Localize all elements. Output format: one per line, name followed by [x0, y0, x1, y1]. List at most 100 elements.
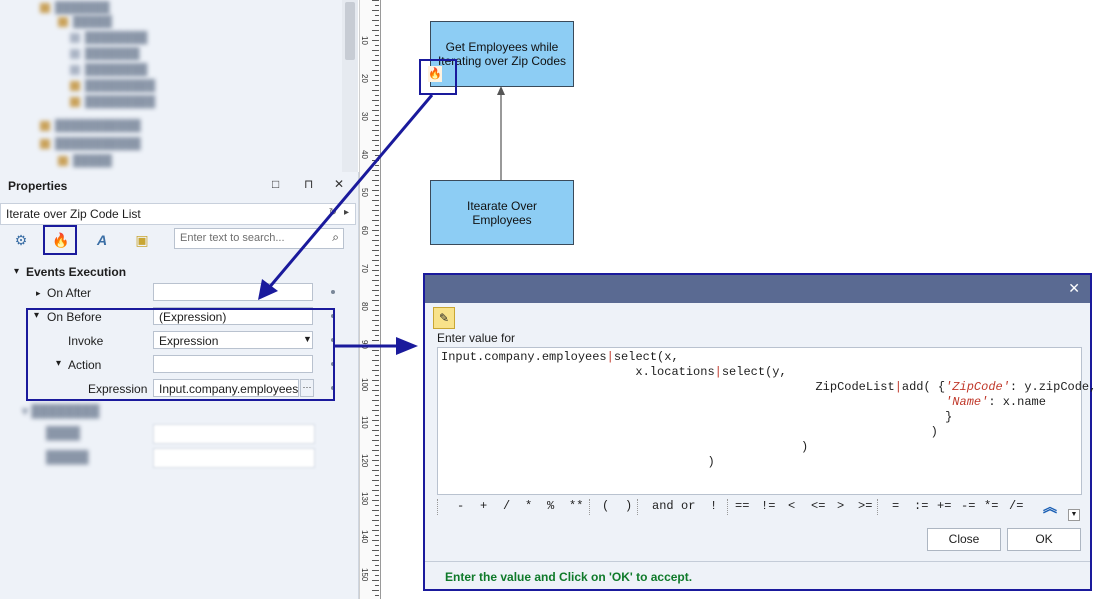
- code-token: ): [441, 440, 809, 454]
- dropdown-arrow-icon[interactable]: ▼: [303, 334, 312, 344]
- property-search-input[interactable]: Enter text to search... ⌕: [174, 228, 344, 249]
- ruler-tick: [375, 85, 379, 86]
- tree-scrollbar[interactable]: [342, 0, 358, 172]
- chevron-down-icon[interactable]: ▾: [56, 358, 62, 369]
- ruler-tick: [375, 285, 379, 286]
- action-field[interactable]: [153, 355, 313, 373]
- code-token: x.locations: [441, 365, 715, 379]
- tree-row: ███████: [70, 48, 220, 62]
- operator-button[interactable]: :=: [914, 499, 929, 513]
- operator-button[interactable]: and: [652, 499, 674, 513]
- operator-button[interactable]: <: [788, 499, 796, 513]
- ellipsis-button[interactable]: ···: [300, 379, 314, 397]
- operator-button[interactable]: +=: [937, 499, 952, 513]
- operator-button[interactable]: =: [892, 499, 900, 513]
- ok-button[interactable]: OK: [1007, 528, 1081, 551]
- prop-label: Action: [68, 358, 102, 372]
- on-before-field[interactable]: (Expression): [153, 307, 313, 325]
- search-icon: ⌕: [332, 230, 339, 244]
- operator-button[interactable]: !: [710, 499, 718, 513]
- operator-button[interactable]: <=: [811, 499, 826, 513]
- pin-icon[interactable]: ⊓: [304, 177, 314, 191]
- ruler-tick: [375, 545, 379, 546]
- node-iterate-employees[interactable]: Itearate Over Employees: [430, 180, 574, 245]
- object-selector[interactable]: Iterate over Zip Code List ↻ ▸: [0, 203, 356, 225]
- ruler-tick: [375, 315, 379, 316]
- string-literal: 'Name': [945, 395, 989, 409]
- ruler-tick: [372, 460, 379, 461]
- chevron-right-icon[interactable]: ▸: [36, 288, 41, 298]
- restore-icon[interactable]: □: [272, 177, 280, 191]
- prop-row-expression[interactable]: Expression Input.company.employees| ···: [0, 378, 358, 400]
- text-style-icon[interactable]: A: [96, 232, 108, 248]
- operator-button[interactable]: -=: [961, 499, 976, 513]
- operator-button[interactable]: -: [457, 499, 465, 513]
- chevron-down-icon[interactable]: ▾: [14, 266, 20, 277]
- wand-icon[interactable]: ✎: [433, 307, 455, 329]
- operator-button[interactable]: !=: [761, 499, 776, 513]
- node-label: Get Employees while Iterating over Zip C…: [437, 40, 567, 68]
- ruler-tick: [375, 455, 379, 456]
- ruler-tick: [375, 585, 379, 586]
- ruler-tick: [372, 430, 379, 431]
- operator-button[interactable]: or: [681, 499, 696, 513]
- operator-button[interactable]: >: [837, 499, 845, 513]
- ruler-tick: [375, 275, 379, 276]
- operator-button[interactable]: ==: [735, 499, 750, 513]
- ruler-tick: [375, 375, 379, 376]
- close-button[interactable]: Close: [927, 528, 1001, 551]
- tree-row: ███████████: [40, 138, 260, 152]
- invoke-select[interactable]: Expression: [153, 331, 313, 349]
- ruler-tick: [372, 370, 379, 371]
- operator-button[interactable]: *: [525, 499, 533, 513]
- ruler-tick: [375, 165, 379, 166]
- operator-button[interactable]: +: [480, 499, 488, 513]
- flame-icon[interactable]: 🔥: [52, 232, 70, 248]
- close-icon[interactable]: ✕: [1068, 280, 1080, 296]
- code-line: Input.company.employees|select(x,: [441, 350, 679, 365]
- collapse-up-icon[interactable]: ︽: [1043, 499, 1057, 515]
- ruler-tick: [372, 440, 379, 441]
- ruler-tick: [372, 180, 379, 181]
- ruler-tick: [375, 265, 379, 266]
- ruler-tick: [372, 360, 379, 361]
- chevron-right-icon[interactable]: ▸: [343, 207, 349, 218]
- node-get-employees[interactable]: Get Employees while Iterating over Zip C…: [430, 21, 574, 87]
- operator-button[interactable]: /: [503, 499, 511, 513]
- connector-arrow: [497, 86, 505, 95]
- ruler-tick: [372, 260, 379, 261]
- operator-button[interactable]: ): [625, 499, 633, 513]
- ruler-tick: [375, 575, 379, 576]
- tree-row: ███████████: [40, 120, 260, 134]
- close-icon[interactable]: ✕: [334, 177, 345, 191]
- ruler-tick: [375, 125, 379, 126]
- status-text: Enter the value and Click on 'OK' to acc…: [445, 570, 693, 584]
- operator-button[interactable]: **: [569, 499, 584, 513]
- expression-editor[interactable]: Input.company.employees|select(x, x.loca…: [437, 347, 1096, 495]
- operator-button[interactable]: (: [602, 499, 610, 513]
- gear-icon[interactable]: ⚙: [14, 232, 28, 248]
- operator-separator: [437, 499, 439, 515]
- ruler-tick: [375, 35, 379, 36]
- ruler-tick: [372, 310, 379, 311]
- prop-row-invoke[interactable]: Invoke Expression ▼: [0, 330, 358, 352]
- ruler-tick: [375, 105, 379, 106]
- prop-label: Expression: [88, 382, 148, 396]
- ruler-tick: [372, 400, 379, 401]
- ruler-tick: [375, 5, 379, 6]
- chevron-down-icon[interactable]: ▾: [34, 310, 40, 321]
- ruler-tick: [375, 245, 379, 246]
- operator-button[interactable]: /=: [1009, 499, 1024, 513]
- add-property-icon[interactable]: ▣: [135, 232, 149, 248]
- operator-button[interactable]: %: [547, 499, 555, 513]
- ruler-tick: [375, 195, 379, 196]
- flame-icon[interactable]: 🔥: [428, 66, 442, 82]
- operator-button[interactable]: *=: [984, 499, 999, 513]
- ruler-tick: [375, 565, 379, 566]
- prop-row-on-before[interactable]: ▾ On Before (Expression): [0, 306, 358, 328]
- expand-icon[interactable]: ▼: [1068, 509, 1080, 521]
- ruler-tick: [375, 555, 379, 556]
- operator-button[interactable]: >=: [858, 499, 873, 513]
- expression-field[interactable]: Input.company.employees|: [153, 379, 299, 397]
- ruler-tick: [372, 170, 379, 171]
